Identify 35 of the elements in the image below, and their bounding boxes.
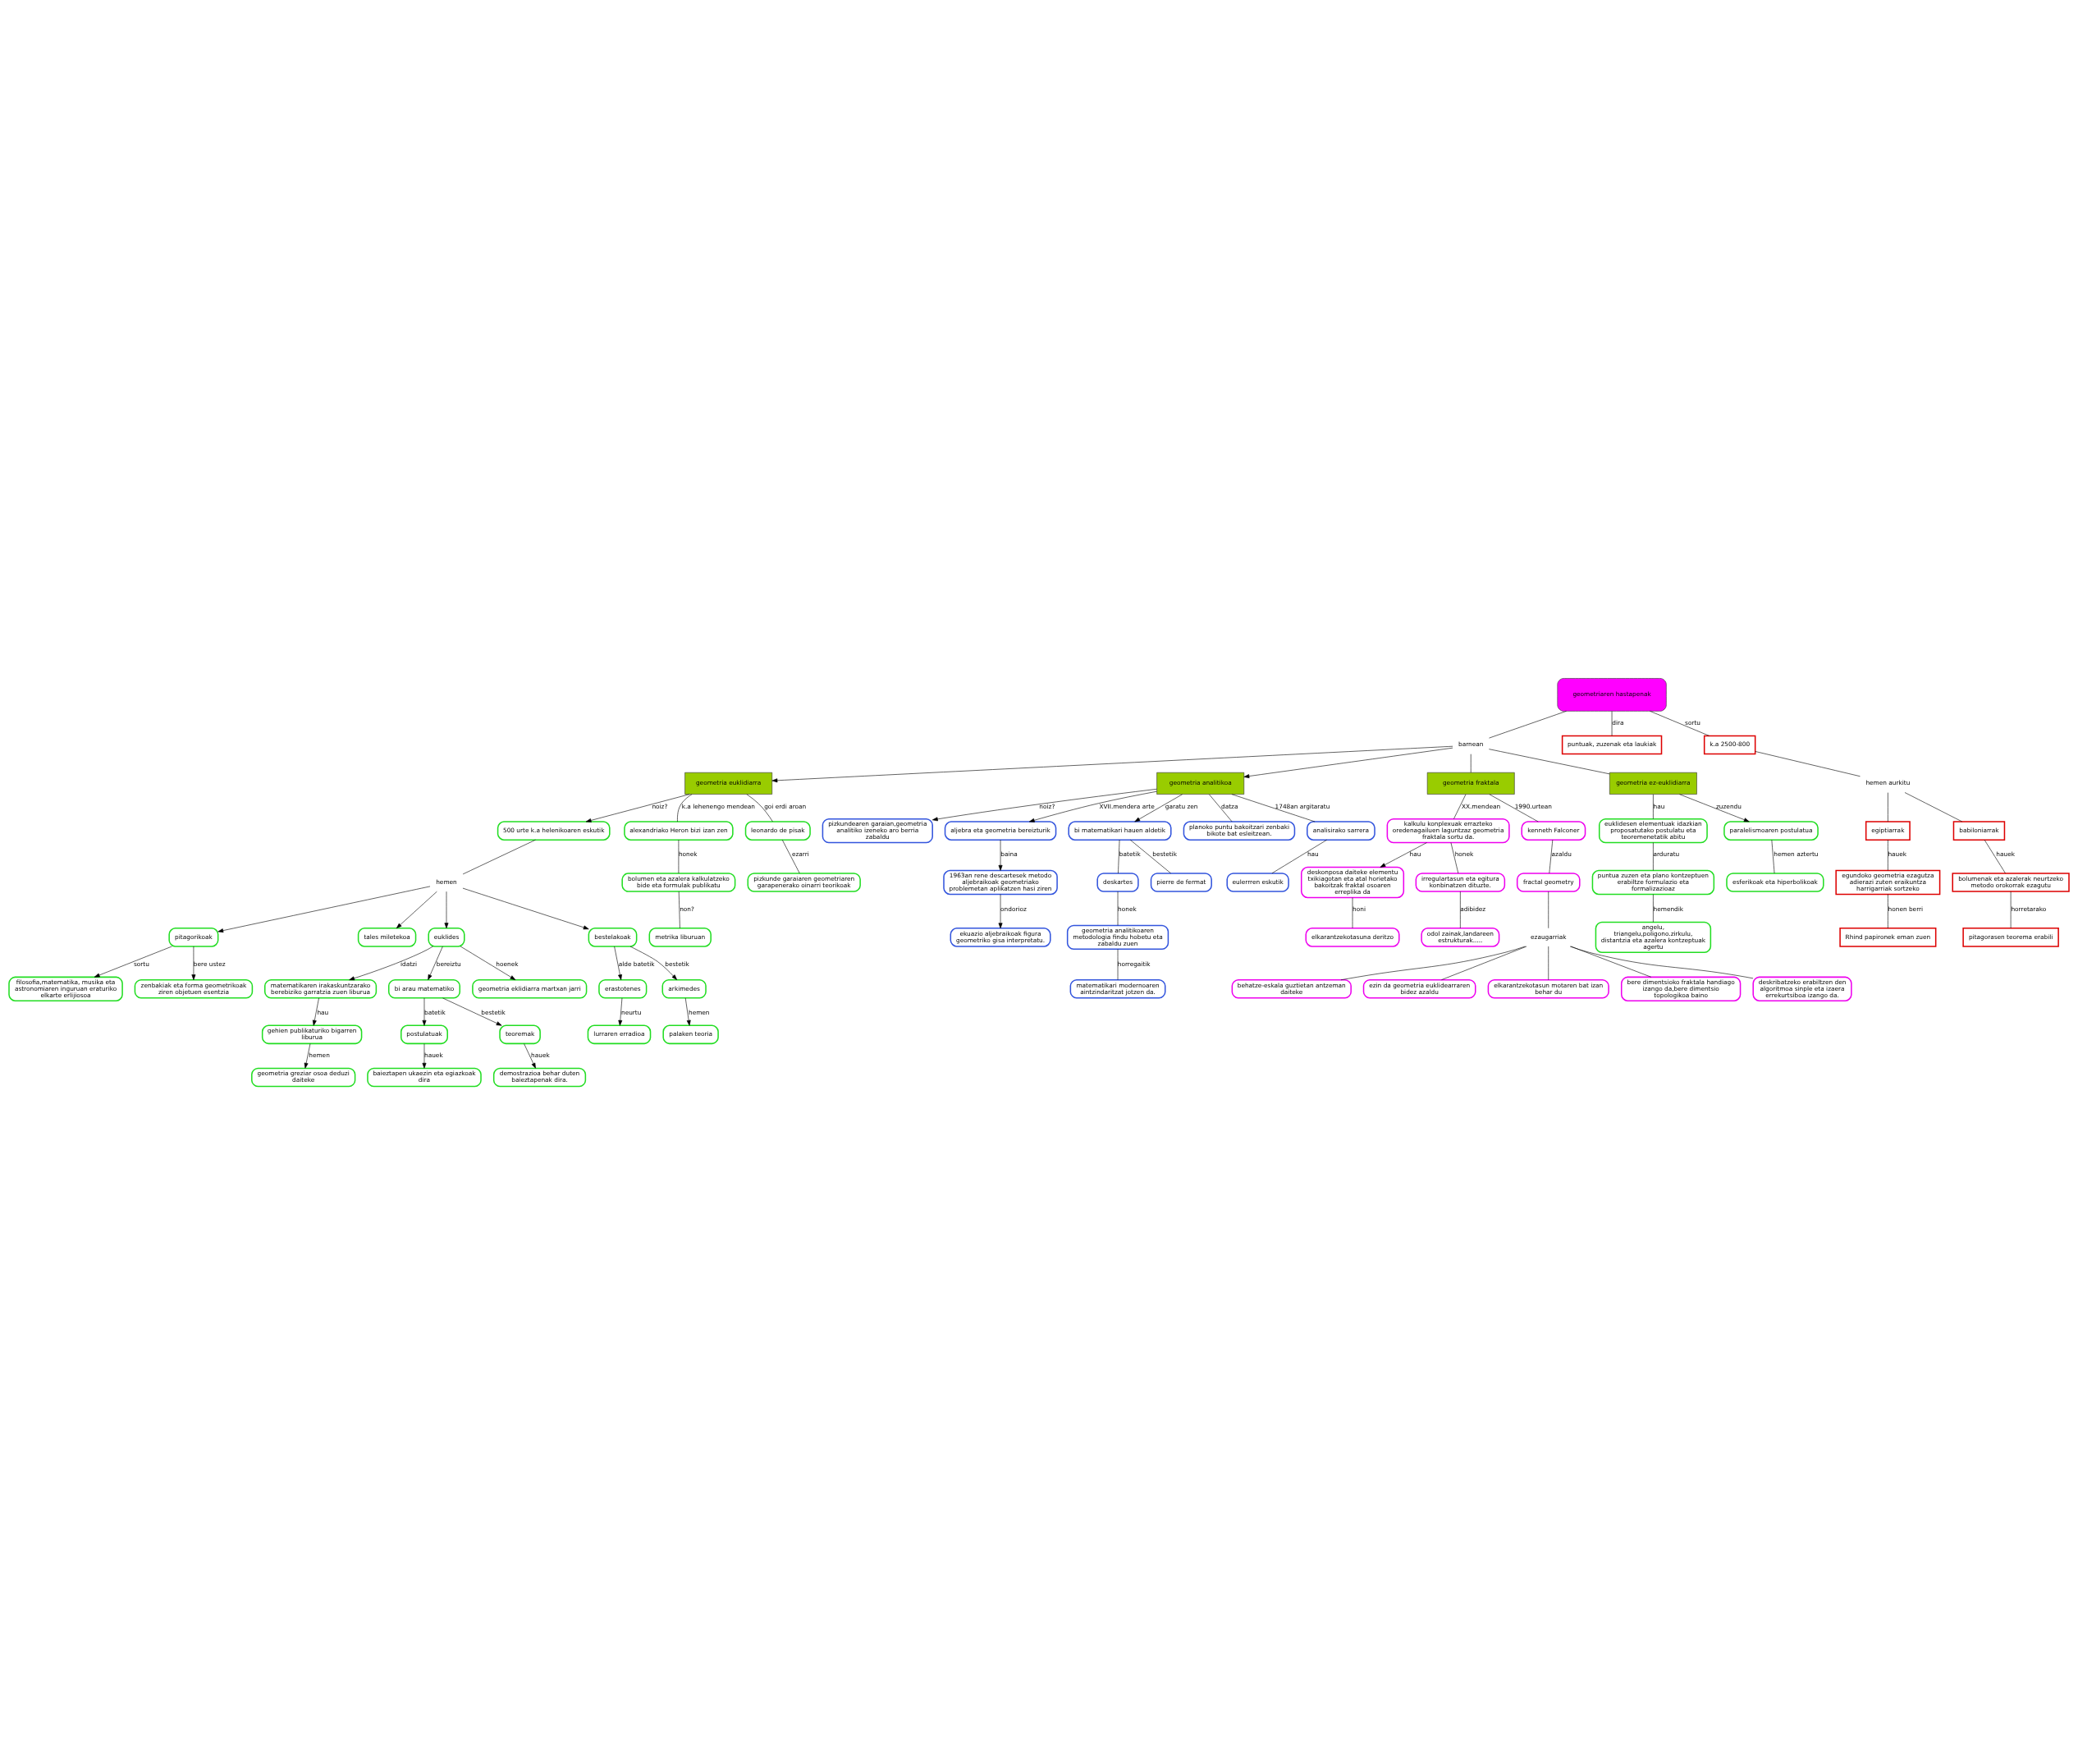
arrow	[998, 893, 1003, 928]
arrow	[422, 1042, 427, 1069]
arrow	[460, 946, 516, 980]
arrow	[684, 997, 691, 1026]
arrow	[94, 946, 172, 978]
connector	[677, 793, 693, 822]
arrow	[629, 946, 677, 980]
arrow	[618, 997, 623, 1026]
arrow	[1243, 747, 1453, 778]
arrow	[422, 997, 427, 1026]
arrow	[462, 887, 589, 929]
arrow	[1028, 790, 1157, 822]
arrow	[771, 745, 1453, 782]
arrow	[931, 788, 1157, 821]
arrow	[1380, 841, 1427, 868]
arrow	[585, 793, 690, 822]
arrow	[396, 891, 437, 928]
arrow	[1134, 793, 1183, 822]
arrow	[614, 946, 622, 980]
arrow	[428, 946, 443, 980]
arrow	[524, 1042, 536, 1069]
connector	[1231, 793, 1316, 822]
arrow	[998, 839, 1003, 871]
arrow	[442, 997, 502, 1026]
connector	[1489, 710, 1567, 738]
arrow	[444, 891, 449, 928]
connector	[1569, 946, 1754, 978]
arrow	[304, 1042, 311, 1069]
arrow	[191, 946, 196, 980]
arrow	[349, 946, 433, 980]
arrow	[312, 997, 319, 1026]
arrow	[1679, 793, 1750, 822]
connector	[1570, 946, 1652, 978]
connector	[1650, 710, 1710, 736]
arrow	[217, 886, 431, 932]
